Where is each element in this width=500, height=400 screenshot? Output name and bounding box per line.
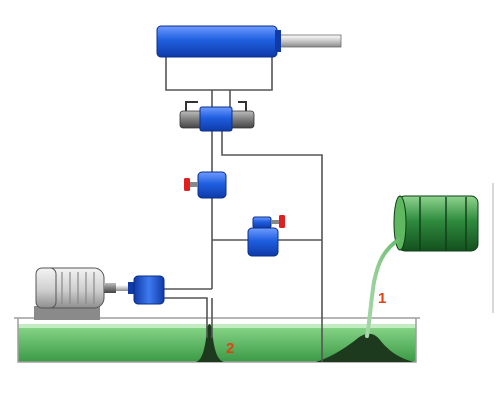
pressure-relief-valve-icon <box>247 215 285 257</box>
flow-valve-handle <box>184 178 190 191</box>
relief-valve-handle <box>279 215 285 228</box>
reservoir-oil-surface <box>18 324 416 328</box>
callout-2: 2 <box>226 340 234 357</box>
directional-control-valve-icon <box>179 101 255 132</box>
oil-drum-icon <box>393 195 479 252</box>
oil-pour-stream <box>365 238 400 338</box>
page-edge-divider <box>492 183 494 313</box>
contaminant-pile-inlet <box>316 333 414 362</box>
contaminant-pile-suction <box>196 324 224 362</box>
electric-motor-icon <box>34 267 130 320</box>
hydraulic-pump-icon <box>128 275 165 305</box>
piping <box>164 57 323 362</box>
hydraulic-cylinder-icon <box>156 25 342 58</box>
callout-1: 1 <box>378 290 386 307</box>
flow-control-valve-icon <box>184 171 227 199</box>
